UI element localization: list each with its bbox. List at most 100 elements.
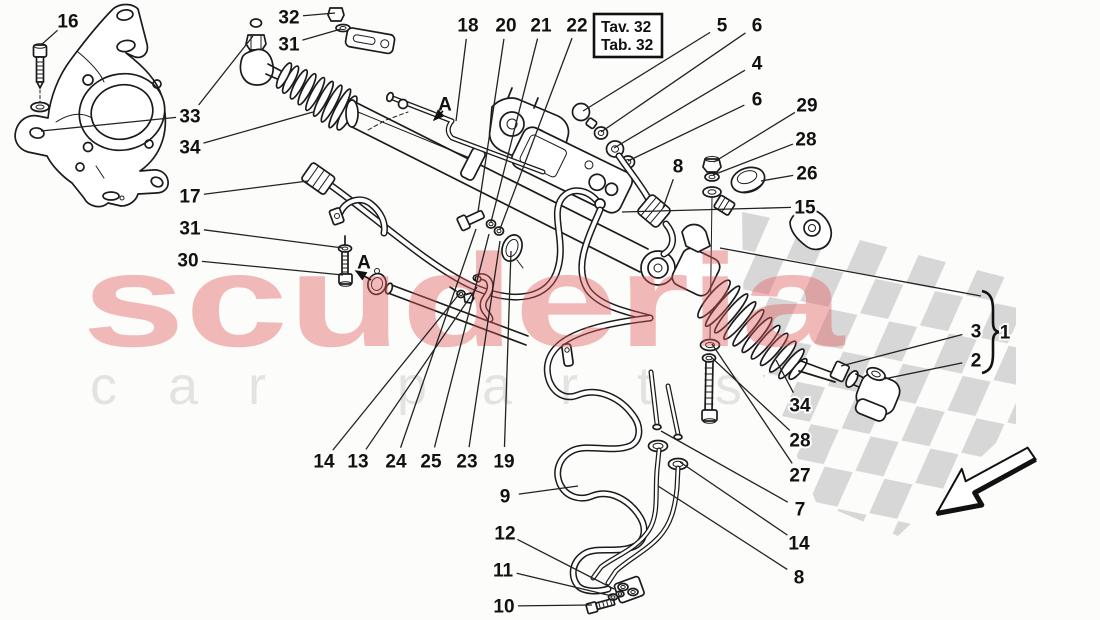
bellows-boot-right <box>697 279 808 381</box>
callout-label-26: 26 <box>796 164 817 185</box>
leader-line <box>627 104 745 162</box>
parts-drawing <box>14 3 901 615</box>
watermark-sub-letter: r <box>560 356 578 416</box>
leader-line <box>302 28 342 41</box>
clamp-cluster-upper <box>456 209 524 269</box>
callout-label-19: 19 <box>493 452 514 473</box>
view-arrow <box>432 109 445 122</box>
callout-label-13: 13 <box>347 452 368 473</box>
leader-line <box>203 180 309 195</box>
callout-label-5: 5 <box>717 16 728 37</box>
leader-line <box>582 31 711 112</box>
watermark-sub-letter: r <box>248 356 266 416</box>
tav-line1: Tav. 32 <box>601 19 651 36</box>
leader-line <box>712 143 794 176</box>
callout-label-2: 2 <box>971 351 982 372</box>
view-direction-markers: AA <box>354 93 454 281</box>
callout-label-6: 6 <box>752 16 763 37</box>
callout-label-4: 4 <box>752 54 763 75</box>
leader-line <box>468 240 501 448</box>
callout-label-6: 6 <box>752 90 763 111</box>
callout-label-10: 10 <box>493 597 514 618</box>
callout-label-9: 9 <box>500 487 511 508</box>
callout-label-24: 24 <box>385 452 407 473</box>
bottom-clamp <box>585 575 645 615</box>
callout-label-27: 27 <box>789 466 810 487</box>
callout-label-16: 16 <box>57 12 78 33</box>
top-mount-stack <box>681 156 833 339</box>
leader-line <box>840 333 963 367</box>
leader-line <box>503 250 512 448</box>
leader-line <box>365 286 478 450</box>
leader-line <box>760 174 794 182</box>
leader-line <box>455 38 467 122</box>
leader-line <box>517 604 593 607</box>
leader-line <box>40 116 177 132</box>
callout-label-30: 30 <box>177 251 198 272</box>
valve-body <box>510 126 721 297</box>
view-label-A: A <box>357 253 371 274</box>
leader-line <box>662 178 674 209</box>
hose-clamp-bracket <box>328 196 388 237</box>
callout-label-31: 31 <box>278 35 300 56</box>
callout-label-17: 17 <box>179 187 200 208</box>
watermark-main-text: scuderia <box>82 227 846 374</box>
leader-line <box>657 485 788 570</box>
callout-leader-lines <box>40 12 982 607</box>
leader-line <box>713 111 796 163</box>
callout-label-33: 33 <box>179 107 200 128</box>
rack-tube <box>345 99 649 273</box>
callout-label-32: 32 <box>278 8 299 29</box>
callout-label-14: 14 <box>788 534 810 555</box>
leader-line <box>660 430 789 503</box>
cap-26 <box>730 166 766 194</box>
leader-line <box>516 572 613 597</box>
nut-32-washer-31 <box>327 7 396 55</box>
leader-line <box>711 343 793 464</box>
leader-line <box>433 233 490 448</box>
leader-line <box>775 359 794 393</box>
bolt-16 <box>30 43 50 113</box>
leader-line <box>40 29 58 46</box>
plug-15 <box>713 194 736 216</box>
callout-label-3: 3 <box>971 322 982 343</box>
callout-label-22: 22 <box>566 16 587 37</box>
tav-box: Tav. 32 Tab. 32 <box>592 12 664 59</box>
leader-line <box>399 228 477 448</box>
cylinder-pipes <box>647 369 689 471</box>
leader-line <box>719 247 982 297</box>
leader-line <box>710 356 791 431</box>
pressure-hose-17 <box>301 162 606 301</box>
leader-line <box>198 35 254 106</box>
callout-label-1: 1 <box>1000 323 1011 344</box>
tie-rod-right <box>798 360 901 422</box>
brace <box>981 289 1000 375</box>
leader-line <box>621 206 792 213</box>
view-arrow <box>354 270 372 281</box>
callout-label-29: 29 <box>796 96 817 117</box>
leader-line <box>302 12 336 17</box>
leader-line <box>201 260 344 276</box>
watermark-sub-letter: s <box>715 356 742 416</box>
leader-line <box>499 37 573 230</box>
callout-label-8: 8 <box>794 568 805 589</box>
watermark-sub-letter: a <box>482 356 513 416</box>
watermark-sub-letter: c <box>90 356 117 416</box>
callout-label-28: 28 <box>789 431 810 452</box>
leader-line <box>679 461 788 536</box>
callout-label-20: 20 <box>495 16 516 37</box>
direction-arrow <box>935 446 1037 516</box>
leader-line <box>517 538 615 590</box>
leader-line <box>600 32 746 133</box>
callout-label-34: 34 <box>179 138 201 159</box>
callout-label-8: 8 <box>673 157 684 178</box>
callout-label-11: 11 <box>493 561 514 582</box>
wheel-knuckle <box>14 3 169 208</box>
callout-label-31: 31 <box>179 219 201 240</box>
callout-label-21: 21 <box>530 16 552 37</box>
watermark-sub-letter: t <box>637 356 652 416</box>
callout-label-23: 23 <box>456 452 477 473</box>
